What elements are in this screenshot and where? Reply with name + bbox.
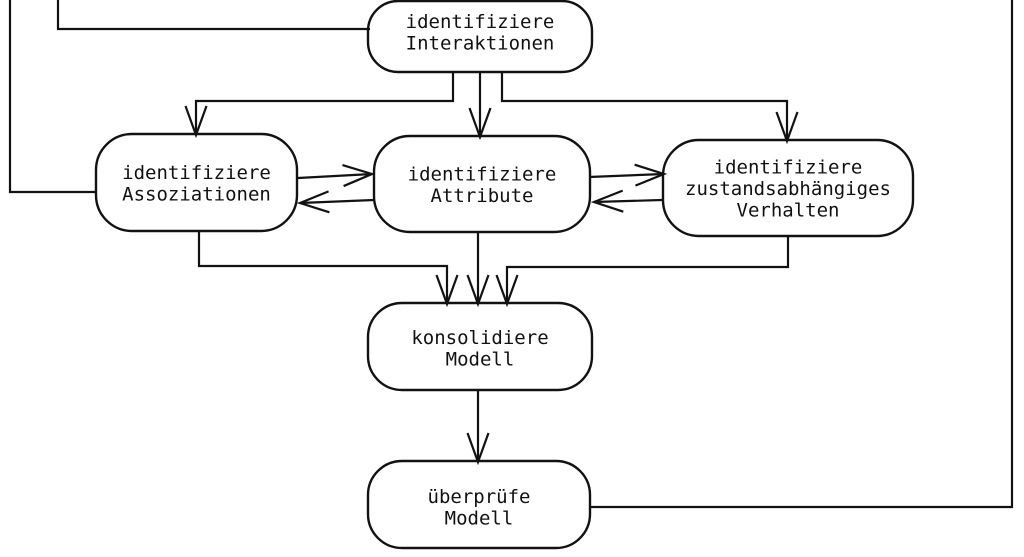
edge-interaktionen-to-verhalten: [500, 72, 789, 141]
node-label-line: identifiziere: [408, 163, 557, 185]
arrowhead-assoziationen-to-konsolidiere: [435, 274, 459, 308]
node-label-line: identifiziere: [714, 157, 863, 179]
node-shape-identifiziere-attribute: [372, 134, 592, 234]
arrowhead-attribute-to-verhalten: [634, 163, 668, 187]
node-shape-konsolidiere-modell: [366, 301, 594, 392]
arrowhead-interaktionen-to-assoziationen: [184, 105, 208, 139]
node-label-line: Modell: [445, 507, 514, 529]
edge-verhalten-to-attribute: [593, 198, 663, 204]
node-label-line: überprüfe: [428, 486, 531, 508]
node-label-line: identifiziere: [406, 11, 555, 33]
edge-attribute-to-verhalten: [588, 172, 665, 179]
arrowhead-verhalten-to-attribute: [590, 189, 624, 213]
edge-assoziationen-to-konsolidiere: [197, 231, 449, 304]
edge-interaktionen-to-assoziationen: [194, 72, 455, 135]
node-label-line: Interaktionen: [406, 32, 555, 54]
arrowhead-verhalten-to-konsolidiere: [495, 274, 519, 308]
edge-assoziationen-to-attribute: [297, 172, 373, 180]
edge-feed-assoziationen-from-top-edge: [8, 0, 97, 194]
edge-ueberpruefe-out-right-to-top-edge: [589, 0, 1014, 509]
node-label-line: konsolidiere: [411, 327, 548, 349]
arrowhead-attribute-to-assoziationen: [296, 190, 330, 214]
arrowhead-interaktionen-to-attribute: [468, 107, 492, 141]
edge-attribute-to-assoziationen: [299, 198, 375, 205]
node-label-line: Assoziationen: [122, 183, 271, 205]
node-label-line: identifiziere: [122, 162, 271, 184]
node-label-line: Modell: [446, 348, 515, 370]
node-label-line: zustandsabhängiges: [685, 178, 891, 200]
edge-feed-interaktionen-from-top-edge: [56, 0, 370, 31]
arrowhead-assoziationen-to-attribute: [342, 164, 376, 188]
edge-verhalten-to-konsolidiere: [505, 236, 790, 304]
arrowhead-interaktionen-to-verhalten: [775, 111, 799, 145]
arrowhead-attribute-to-konsolidiere: [466, 274, 490, 308]
node-label-line: Verhalten: [737, 200, 840, 222]
node-label-line: Attribute: [431, 185, 534, 207]
arrowhead-konsolidiere-to-ueberpruefe: [466, 432, 490, 466]
